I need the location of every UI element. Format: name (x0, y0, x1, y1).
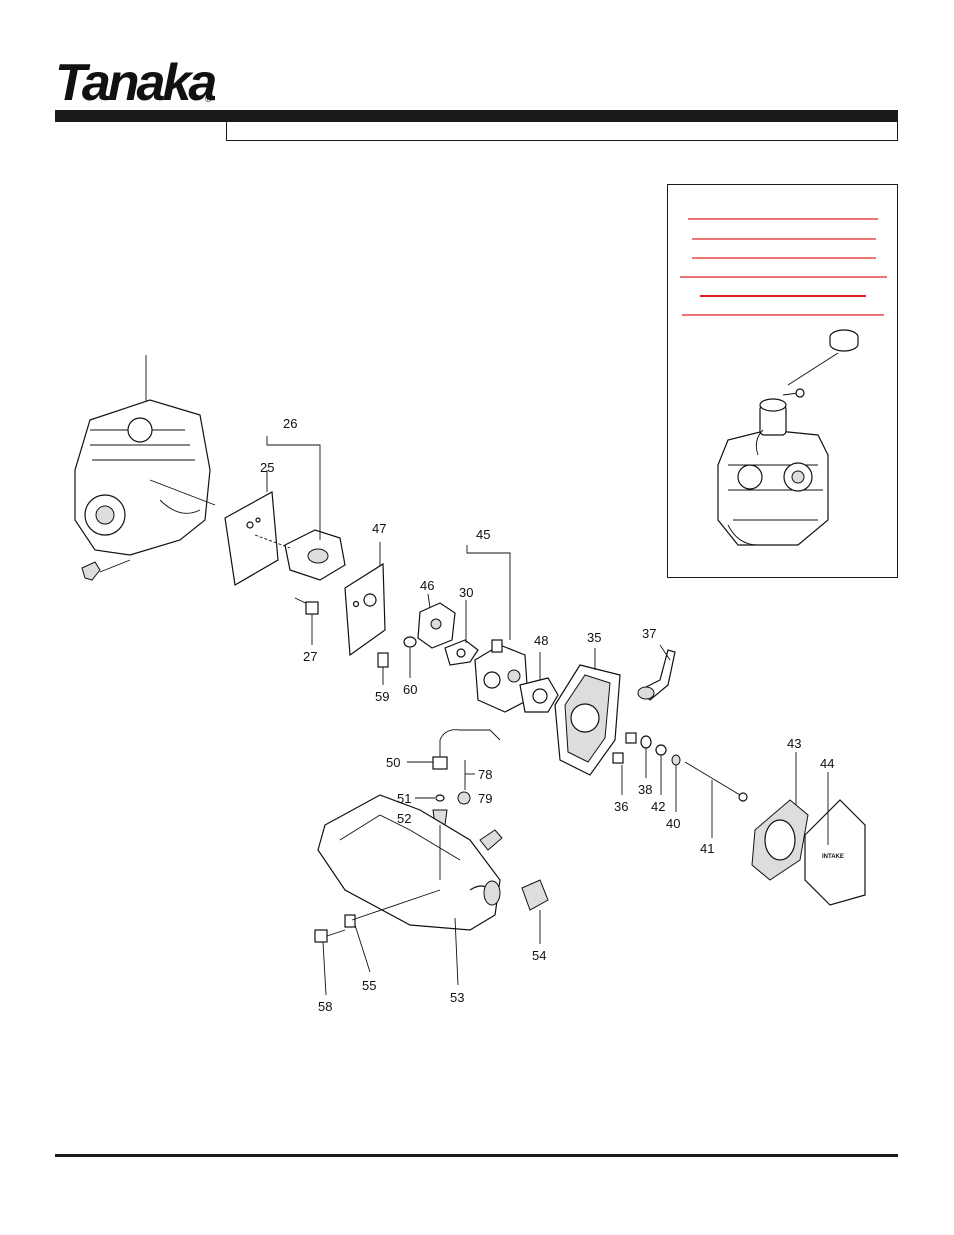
part-37-lever (637, 644, 676, 701)
part-54-fuel-cap (521, 879, 549, 944)
label-26: 26 (283, 416, 297, 431)
label-35: 35 (587, 630, 601, 645)
label-40: 40 (666, 816, 680, 831)
label-36: 36 (614, 799, 628, 814)
part-48-gasket (519, 652, 559, 713)
part-36b-collar (625, 732, 637, 744)
label-51: 51 (397, 791, 411, 806)
label-55: 55 (362, 978, 376, 993)
part-47-gasket (344, 542, 386, 657)
part-43-filter (751, 752, 809, 881)
label-58: 58 (318, 999, 332, 1014)
label-45: 45 (476, 527, 490, 542)
part-35-air-case (554, 648, 621, 776)
part-46-spacer (417, 593, 456, 649)
arrow-mark-tank (479, 829, 503, 851)
label-54: 54 (532, 948, 546, 963)
part-51-o-ring (415, 794, 445, 802)
label-44: 44 (820, 756, 834, 771)
part-59-screw (377, 652, 389, 685)
part-60-nut (403, 636, 417, 678)
part-78-pipe (464, 760, 475, 790)
label-53: 53 (450, 990, 464, 1005)
part-45-carburetor (466, 545, 529, 713)
label-48: 48 (534, 633, 548, 648)
part-42-washer (655, 744, 667, 795)
label-79: 79 (478, 791, 492, 806)
label-43: 43 (787, 736, 801, 751)
part-44-air-cover: INTAKE (804, 772, 866, 906)
part-30-gasket (444, 600, 479, 666)
brand-name: Tanaka (55, 54, 215, 108)
label-30: 30 (459, 585, 473, 600)
part-41-bolt (684, 761, 748, 838)
intake-text: INTAKE (822, 854, 844, 860)
part-50-fuel-pipe (407, 729, 501, 770)
carburetor-inset (667, 184, 898, 578)
header-rule (55, 110, 898, 122)
label-41: 41 (700, 841, 714, 856)
registered-mark: ® (205, 94, 212, 104)
part-26-insulator (254, 436, 346, 581)
part-25-gasket (224, 470, 279, 586)
footer-rule (55, 1154, 898, 1157)
label-47: 47 (372, 521, 386, 536)
engine-block (74, 355, 216, 556)
label-78: 78 (478, 767, 492, 782)
part-40-nut (671, 754, 681, 812)
part-79-filter (457, 791, 471, 805)
label-27: 27 (303, 649, 317, 664)
part-58-bolt (314, 929, 346, 996)
label-25: 25 (260, 460, 274, 475)
inset-carburetor-drawing (717, 329, 859, 546)
label-60: 60 (403, 682, 417, 697)
label-42: 42 (651, 799, 665, 814)
part-36-collar (612, 752, 624, 795)
label-46: 46 (420, 578, 434, 593)
part-55-collar (344, 889, 441, 973)
label-50: 50 (386, 755, 400, 770)
label-52: 52 (397, 811, 411, 826)
inset-redacted-lines (680, 218, 887, 316)
label-38: 38 (638, 782, 652, 797)
part-53-fuel-tank (317, 794, 501, 986)
label-59: 59 (375, 689, 389, 704)
label-37: 37 (642, 626, 656, 641)
part-38-washer (640, 735, 652, 778)
tanaka-logo: Tanaka ® (55, 54, 215, 108)
part-27-bolt (294, 597, 319, 645)
title-box (226, 122, 898, 141)
arrow-mark-left (81, 559, 131, 581)
